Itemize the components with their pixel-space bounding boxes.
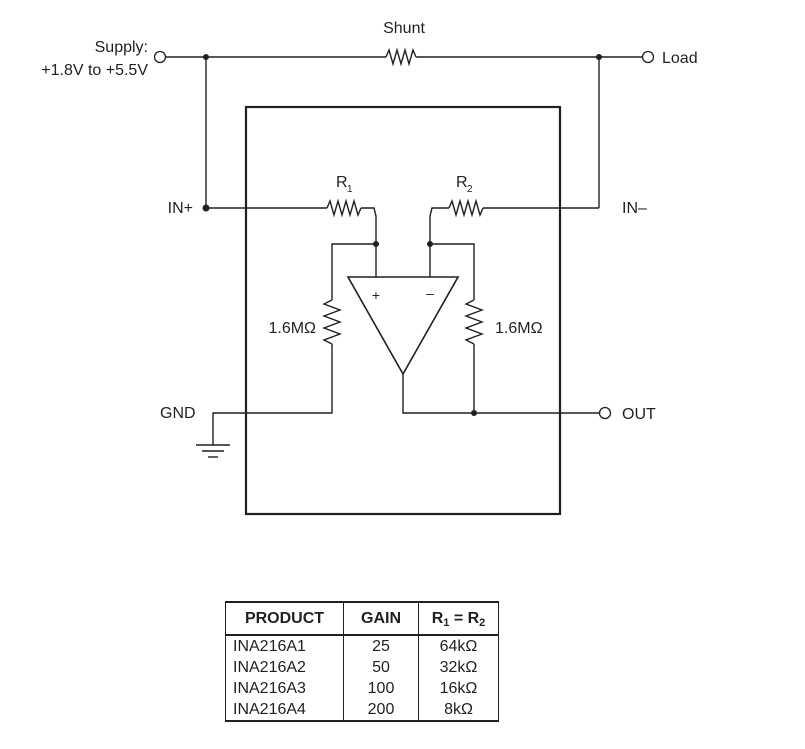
load-terminal <box>641 50 655 64</box>
gain-table: PRODUCT GAIN R1 = R2 INA216A1 25 64kΩ IN… <box>225 601 499 722</box>
table-row: INA216A4 200 8kΩ <box>225 699 499 722</box>
gain-cell: 100 <box>343 678 419 699</box>
product-cell: INA216A3 <box>225 678 344 699</box>
in-minus-label: IN– <box>622 200 647 217</box>
header-gain: GAIN <box>343 601 419 636</box>
table-header-row: PRODUCT GAIN R1 = R2 <box>225 601 499 636</box>
r1-letter: R <box>336 174 348 191</box>
r1-label: R 1 <box>336 174 353 195</box>
right-resistor-value: 1.6MΩ <box>495 320 543 337</box>
in-plus-label: IN+ <box>168 200 193 217</box>
r2-resistor <box>429 198 599 277</box>
gnd-label: GND <box>160 405 196 422</box>
supply-label: Supply: <box>95 39 148 56</box>
header-resistance: R1 = R2 <box>418 601 499 636</box>
product-cell: INA216A1 <box>225 635 344 657</box>
resistance-cell: 32kΩ <box>418 657 499 678</box>
opamp-plus-label: + <box>372 287 380 303</box>
out-label: OUT <box>622 406 656 423</box>
supply-rail <box>166 47 644 67</box>
circuit-schematic: + – Supply: +1.8V to +5.5V Shunt Load IN… <box>41 20 698 516</box>
header-r-eq: = <box>449 609 468 627</box>
r2-letter: R <box>456 174 468 191</box>
r2-subscript: 2 <box>467 184 473 195</box>
gain-cell: 50 <box>343 657 419 678</box>
header-r-sub-a: 1 <box>443 616 450 629</box>
right-feedback-resistor <box>430 243 484 413</box>
out-terminal <box>598 406 612 420</box>
header-r-letter-a: R <box>431 609 444 627</box>
resistance-cell: 16kΩ <box>418 678 499 699</box>
header-product: PRODUCT <box>225 601 344 636</box>
resistance-cell: 8kΩ <box>418 699 499 722</box>
gain-cell: 200 <box>343 699 419 722</box>
table-row: INA216A1 25 64kΩ <box>225 635 499 657</box>
gain-cell: 25 <box>343 635 419 657</box>
left-feedback-resistor <box>212 243 376 445</box>
resistance-cell: 64kΩ <box>418 635 499 657</box>
ground-icon <box>196 444 230 458</box>
table-row: INA216A2 50 32kΩ <box>225 657 499 678</box>
output-wire <box>402 374 600 414</box>
r1-subscript: 1 <box>347 184 353 195</box>
shunt-label: Shunt <box>383 20 425 37</box>
supply-range-label: +1.8V to +5.5V <box>41 62 148 79</box>
table-row: INA216A3 100 16kΩ <box>225 678 499 699</box>
load-label: Load <box>662 50 698 67</box>
output-junction <box>471 410 477 416</box>
supply-terminal <box>153 50 167 64</box>
r1-resistor <box>206 198 377 277</box>
header-r-letter-b: R <box>467 609 480 627</box>
opamp-minus-label: – <box>426 285 434 301</box>
product-cell: INA216A4 <box>225 699 344 722</box>
left-resistor-value: 1.6MΩ <box>268 320 316 337</box>
product-cell: INA216A2 <box>225 657 344 678</box>
r2-label: R 2 <box>456 174 473 195</box>
opamp-triangle <box>346 276 460 376</box>
header-r-sub-b: 2 <box>479 616 486 629</box>
ic-package-outline <box>244 105 562 516</box>
